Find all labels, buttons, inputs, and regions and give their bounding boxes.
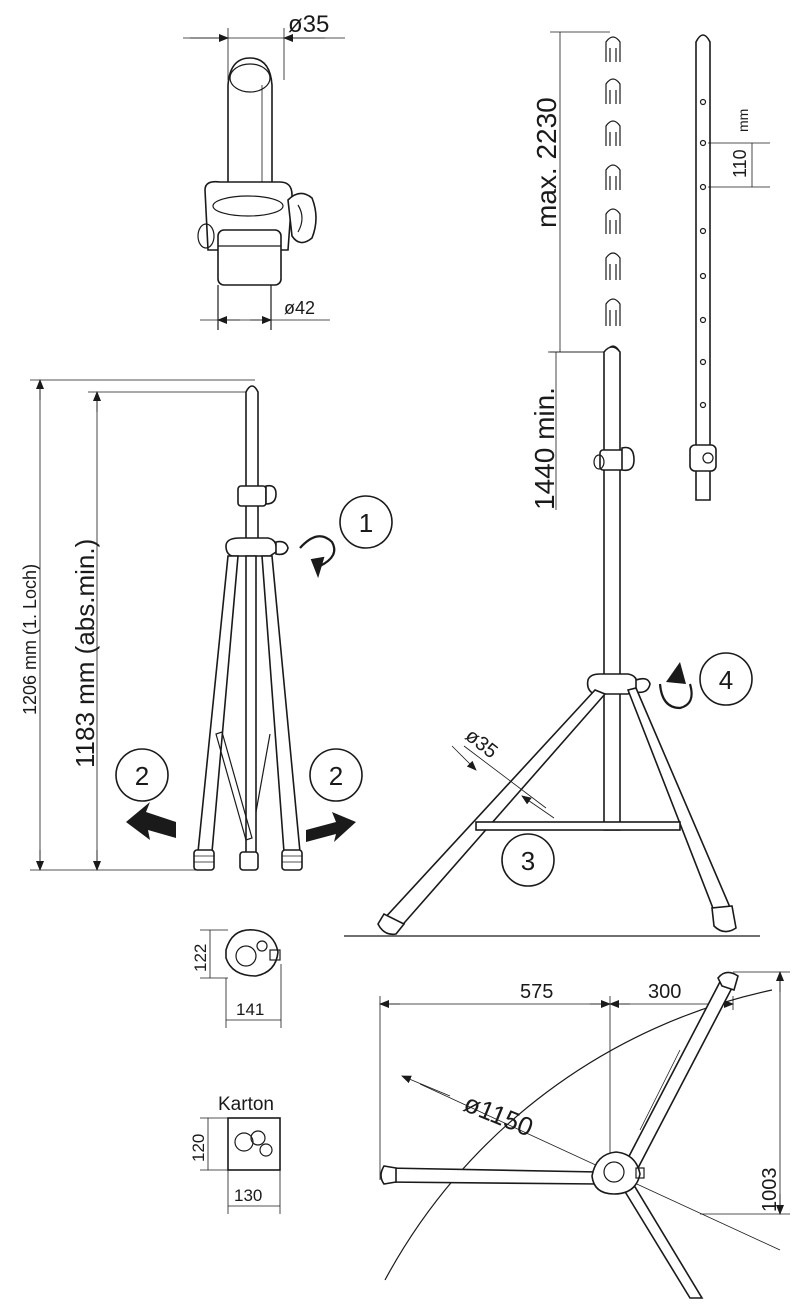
foot-height-label: 122 [191,944,210,972]
clamp-detail: ø35 ø42 [183,11,345,330]
step-callout-1: 1 [339,495,393,549]
max-height-label: max. 2230 [531,97,562,228]
hole-spacing-label: 110 [730,149,750,178]
carton-label: Karton [218,1094,274,1115]
spread-arrow-left [126,802,176,840]
radius-300-label: 300 [648,981,681,1003]
radius-575-label: 575 [520,981,553,1003]
tripod-collapsed: 1206 mm (1. Loch) 1183 mm (abs.min.) [20,379,303,871]
step-3-label: 3 [521,846,535,876]
leg-diameter-label: ø35 [461,725,502,764]
rotate-arrow-1 [299,535,336,579]
hole-spacing-unit: mm [735,109,751,132]
step-2a-label: 2 [135,761,149,791]
carton-width-label: 130 [234,1186,262,1205]
foot-plan-view: 122 141 [191,929,282,1028]
step-1-label: 1 [359,508,373,538]
extension-segments: max. 2230 110 mm [531,31,770,501]
inner-diameter-label: ø35 [288,11,329,38]
carton-view: Karton 120 130 [189,1094,281,1214]
spread-arrow-right [306,812,356,842]
height-abs-min-label: 1183 mm (abs.min.) [70,539,100,768]
step-callout-2a: 2 [115,748,169,802]
footprint-plan-view: 575 300 ø1150 1003 [379,971,790,1299]
foot-width-label: 141 [236,1000,264,1019]
footprint-depth-label: 1003 [759,1168,781,1213]
circle-diameter-label: ø1150 [460,1088,538,1143]
step-4-label: 4 [719,665,733,695]
step-callout-4: 4 [699,652,753,706]
outer-diameter-label: ø42 [284,298,315,318]
carton-height-label: 120 [189,1134,208,1162]
segment-stack [605,36,621,353]
step-2b-label: 2 [329,761,343,791]
rotate-arrow-4 [658,662,693,710]
height-first-hole-label: 1206 mm (1. Loch) [20,564,40,715]
step-callout-2b: 2 [309,748,363,802]
min-height-label: 1440 min. [529,387,560,510]
step-callout-3: 3 [501,833,555,887]
